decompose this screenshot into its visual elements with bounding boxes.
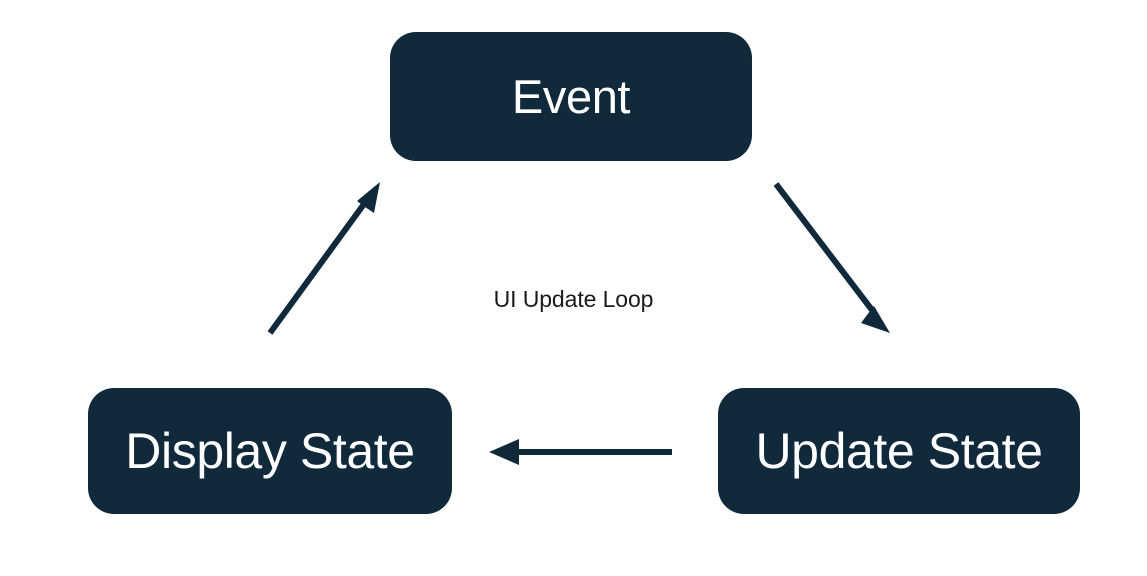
arrowhead-display-state-to-event [357,182,380,213]
arrowhead-update-state-to-display-state [489,439,519,465]
node-event-label: Event [511,70,631,123]
edge-line-display-state-to-event [267,202,367,335]
loop-center-label: UI Update Loop [493,286,654,312]
node-update-state[interactable]: Update State [718,388,1080,514]
node-update-state-label: Update State [755,423,1043,479]
node-display-state[interactable]: Display State [88,388,452,514]
node-display-state-label: Display State [125,423,415,479]
node-event[interactable]: Event [390,32,752,161]
edge-update-state-to-display-state [489,439,672,465]
